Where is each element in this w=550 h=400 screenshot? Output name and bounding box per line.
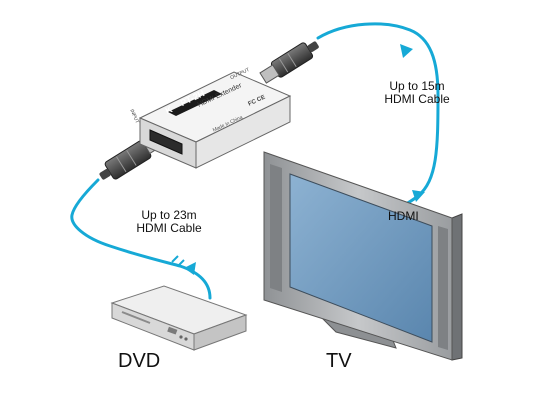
hdmi-cable-input: [70, 178, 212, 300]
cable-break-mark: [171, 255, 185, 267]
cable-arrow-out-1: [400, 44, 413, 58]
cable-arrow-out-2: [412, 190, 425, 202]
dvd-display-icon: [167, 326, 178, 335]
input-cable-length-label: Up to 23m HDMI Cable: [124, 208, 214, 236]
tv-label: TV: [326, 350, 352, 372]
tv-hdmi-port-label: HDMI: [388, 209, 419, 223]
cable-arrow-in: [184, 262, 196, 275]
tv-set: [263, 151, 463, 361]
hdmi-cable-output: [316, 22, 440, 214]
output-cable-length-line2: HDMI Cable: [384, 92, 450, 107]
output-cable-length-line1: Up to 15m: [389, 79, 445, 93]
dvd-label: DVD: [118, 350, 161, 372]
output-cable-length-label: Up to 15m HDMI Cable: [372, 79, 462, 107]
input-cable-length-line2: HDMI Cable: [136, 221, 202, 236]
dvd-player: [110, 285, 248, 351]
hdmi-extender-device: [138, 71, 292, 169]
tv-screen: [289, 173, 433, 343]
hdmi-plug-output-icon: [259, 41, 319, 84]
input-cable-length-line1: Up to 23m: [141, 208, 197, 222]
